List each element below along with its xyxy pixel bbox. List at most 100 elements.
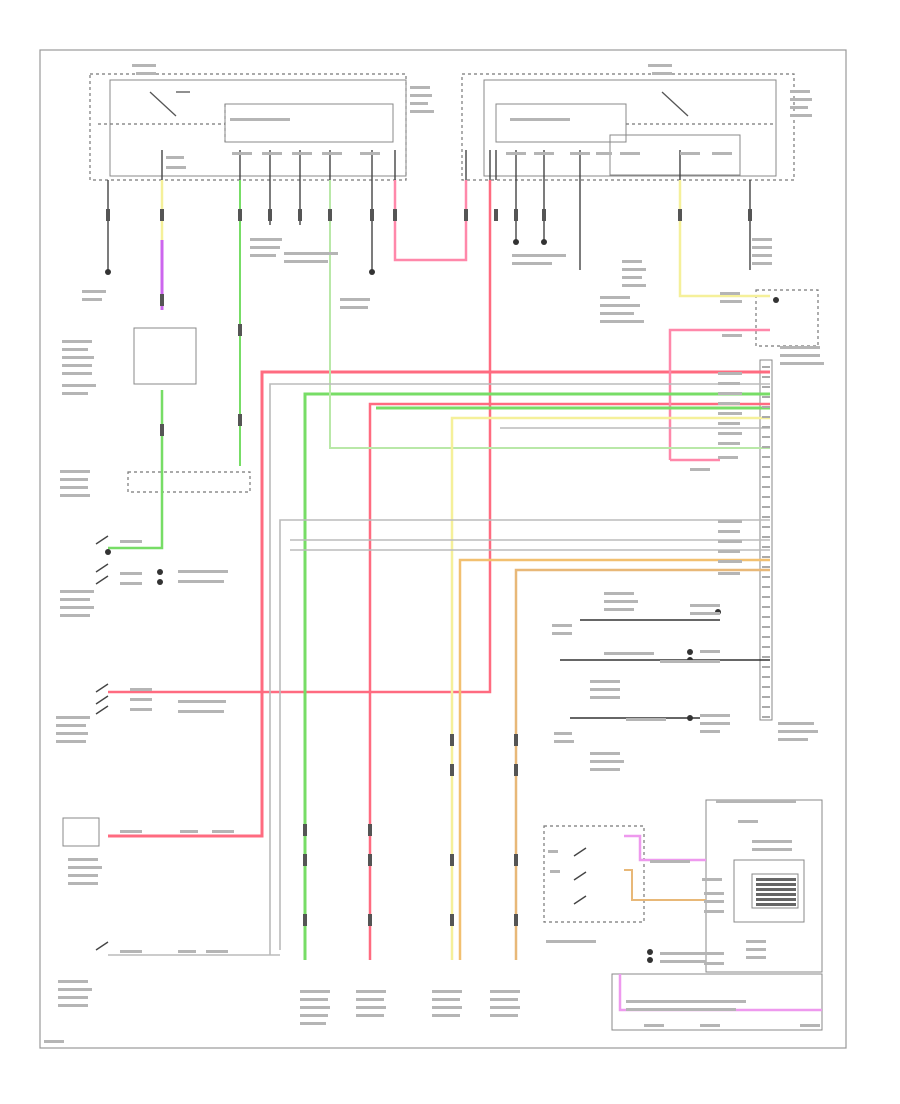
wire-green-main — [303, 392, 770, 960]
tiny-label — [56, 724, 86, 727]
tiny-label — [718, 372, 742, 375]
tiny-label — [626, 1000, 746, 1003]
tiny-label — [718, 432, 742, 435]
tiny-label — [68, 874, 98, 877]
connector-pin — [762, 646, 770, 648]
tiny-label — [780, 362, 824, 365]
connector-pin — [762, 686, 770, 688]
tiny-label — [506, 152, 526, 155]
tiny-label — [120, 540, 142, 543]
tiny-label — [690, 468, 710, 471]
connector-icon — [514, 914, 518, 926]
tiny-label — [120, 582, 142, 585]
tiny-label — [780, 354, 820, 357]
tiny-label — [68, 858, 98, 861]
tiny-label — [360, 152, 380, 155]
tiny-label — [746, 940, 766, 943]
tiny-label — [62, 364, 92, 367]
tiny-label — [590, 680, 620, 683]
tiny-label — [622, 268, 646, 271]
motor-icon — [756, 888, 796, 891]
tiny-label — [622, 260, 642, 263]
tiny-label — [600, 312, 634, 315]
tiny-label — [652, 72, 672, 75]
wire-red-mid — [368, 402, 770, 960]
bottom-right-assembly — [543, 799, 823, 1031]
tiny-label — [130, 698, 152, 701]
ground-icon — [773, 297, 779, 303]
connector-icon — [678, 209, 682, 221]
wire-grey-b — [279, 519, 770, 950]
connector-pin — [762, 706, 770, 708]
tiny-label — [722, 334, 742, 337]
tiny-label — [132, 64, 156, 67]
tiny-label — [718, 382, 740, 385]
diagram-frame — [39, 49, 847, 1049]
connector-pin — [762, 716, 770, 718]
connector-pin — [762, 556, 770, 558]
tiny-label — [356, 998, 384, 1001]
tiny-label — [704, 952, 724, 955]
tiny-label — [410, 86, 430, 89]
tiny-label — [250, 246, 280, 249]
tiny-label — [512, 254, 566, 257]
tiny-label — [712, 152, 732, 155]
tiny-label — [60, 478, 88, 481]
tiny-label — [720, 292, 740, 295]
tiny-label — [718, 572, 740, 575]
connector-icon — [368, 824, 372, 836]
connector-icon — [368, 854, 372, 866]
tiny-label — [58, 980, 88, 983]
tiny-label — [60, 590, 94, 593]
tiny-label — [432, 1006, 462, 1009]
connector-icon — [238, 414, 242, 426]
tiny-label — [700, 1024, 720, 1027]
connector-icon — [160, 424, 164, 436]
tiny-label — [800, 1024, 820, 1027]
tiny-label — [660, 960, 706, 963]
connector-pin — [762, 506, 770, 508]
ground-icon — [687, 649, 693, 655]
tiny-label — [206, 950, 228, 953]
wire-pink-right — [668, 328, 770, 460]
connector-pin — [762, 676, 770, 678]
connector-icon — [748, 209, 752, 221]
connector-icon — [303, 914, 307, 926]
tiny-label — [180, 830, 198, 833]
tiny-label — [512, 262, 552, 265]
tiny-label — [300, 1014, 328, 1017]
wire-group — [108, 180, 822, 1012]
tiny-label — [554, 732, 572, 735]
tiny-label — [548, 850, 558, 853]
connector-icon — [160, 209, 164, 221]
tiny-label — [490, 998, 518, 1001]
tiny-label — [716, 800, 796, 803]
tiny-label — [746, 948, 766, 951]
tiny-label — [778, 730, 818, 733]
connector-pin — [762, 586, 770, 588]
connector-pin — [762, 376, 770, 378]
tiny-label — [230, 118, 290, 121]
tiny-label — [212, 830, 234, 833]
tiny-label — [58, 996, 88, 999]
tiny-label — [718, 442, 740, 445]
tiny-label — [356, 1006, 386, 1009]
connector-icon — [514, 209, 518, 221]
connector-pin — [762, 526, 770, 528]
connector-icon — [106, 209, 110, 221]
tiny-label — [718, 540, 742, 543]
tiny-label — [752, 262, 772, 265]
tiny-label — [60, 470, 90, 473]
connector-icon — [514, 764, 518, 776]
ground-icon — [647, 957, 653, 963]
tiny-label — [300, 998, 328, 1001]
tiny-label — [718, 560, 742, 563]
connector-pin — [762, 416, 770, 418]
tiny-label — [752, 246, 772, 249]
tiny-label — [410, 110, 434, 113]
tiny-label — [340, 306, 368, 309]
tiny-label — [120, 830, 142, 833]
tiny-label — [660, 952, 706, 955]
tiny-label — [702, 878, 722, 881]
